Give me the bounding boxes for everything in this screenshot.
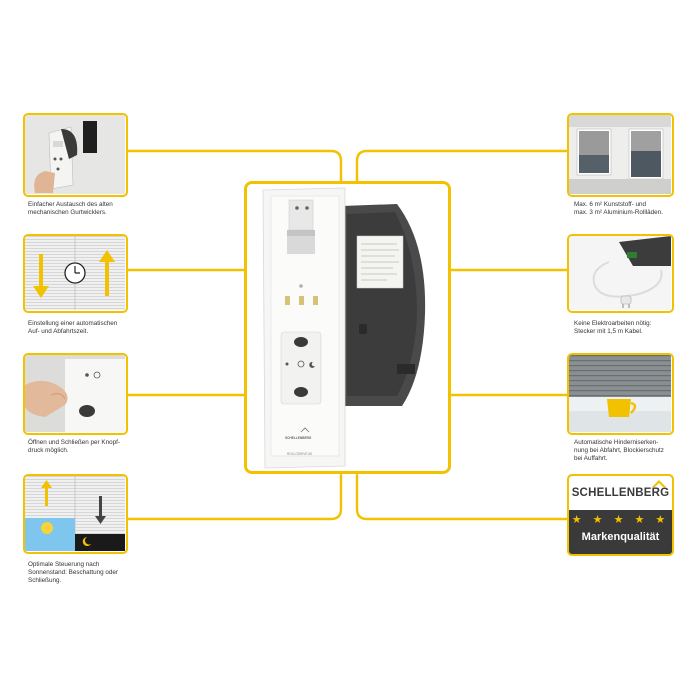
belt-winder-replacement-illustration bbox=[25, 115, 125, 194]
arrow-up-icon bbox=[99, 250, 115, 296]
tile-sun-control bbox=[23, 474, 128, 554]
caption-push-button: Öffnen und Schließen per Knopf-druck mög… bbox=[28, 439, 120, 454]
brand-name: SCHELLENBERG bbox=[571, 487, 670, 500]
clock-icon bbox=[64, 262, 86, 284]
caption-plug-cable: Keine Elektroarbeiten nötig:Stecker mit … bbox=[574, 320, 652, 335]
tile-brand-badge: SCHELLENBERG ★ ★ ★ ★ ★ Markenqualität bbox=[567, 474, 674, 556]
brand-quality-label: Markenqualität bbox=[581, 530, 660, 543]
plug-cable-illustration bbox=[569, 236, 671, 310]
tile-plug-cable bbox=[567, 234, 674, 313]
tile-push-button bbox=[23, 353, 128, 435]
tile-automatic-timer bbox=[23, 234, 128, 313]
arrow-up-icon bbox=[41, 480, 52, 506]
roller-shutter-motor-illustration bbox=[247, 184, 448, 471]
sun-moon-shutter-illustration bbox=[25, 476, 125, 551]
tile-easy-replacement bbox=[23, 113, 128, 197]
rating-stars: ★ ★ ★ ★ ★ bbox=[571, 513, 670, 526]
device-model-label: ROLLODRIVE 65 bbox=[287, 452, 312, 456]
timer-shutter-illustration bbox=[25, 236, 125, 310]
product-photo-tile: SCHELLENBERG ROLLODRIVE 65 bbox=[244, 181, 451, 474]
moon-icon bbox=[82, 537, 91, 546]
obstacle-detection-illustration bbox=[569, 355, 671, 432]
plug-icon bbox=[620, 295, 632, 308]
house-windows-illustration bbox=[569, 115, 671, 194]
tile-shutter-capacity bbox=[567, 113, 674, 197]
tile-obstacle-detection bbox=[567, 353, 674, 435]
sun-icon bbox=[41, 522, 53, 534]
push-button-illustration bbox=[25, 355, 125, 432]
mug-icon bbox=[607, 399, 637, 417]
caption-obstacle-detection: Automatische Hinderniserken-nung bei Abf… bbox=[574, 439, 664, 462]
house-roof-icon bbox=[652, 480, 666, 487]
arrow-down-icon bbox=[95, 496, 106, 524]
brand-header: SCHELLENBERG bbox=[569, 476, 672, 511]
device-logo: SCHELLENBERG bbox=[285, 436, 312, 440]
arrow-down-icon bbox=[33, 254, 49, 298]
